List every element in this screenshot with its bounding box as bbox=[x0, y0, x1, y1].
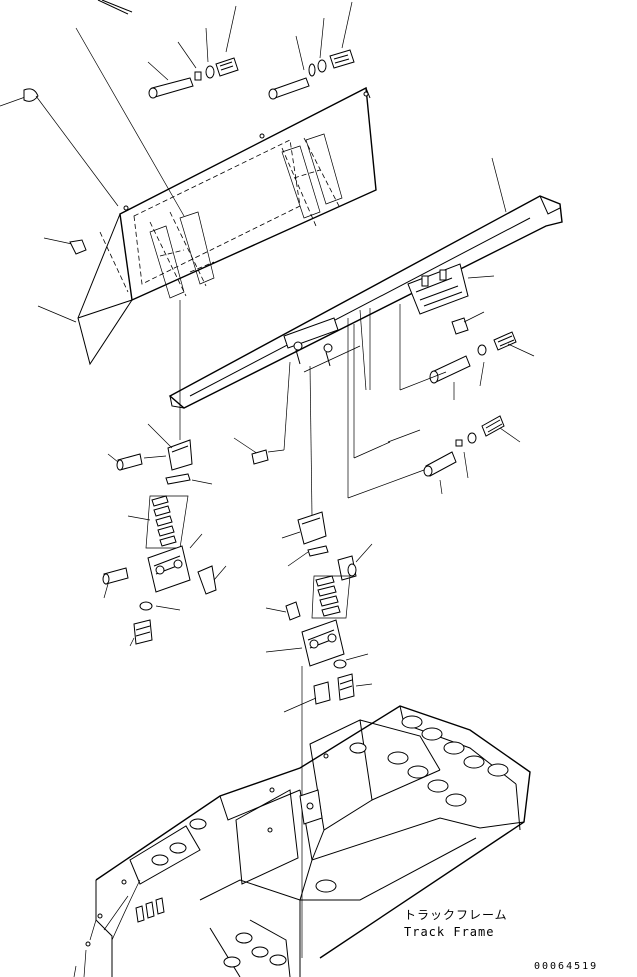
drawing-number: 00064519 bbox=[534, 961, 599, 972]
left-hinge-assembly bbox=[102, 300, 291, 647]
center-hinge-assembly bbox=[265, 365, 373, 958]
long-rail bbox=[168, 157, 563, 409]
cover-plate bbox=[0, 27, 377, 366]
track-frame bbox=[73, 705, 531, 977]
right-hardware bbox=[347, 275, 535, 499]
track-frame-label-en: Track Frame bbox=[404, 925, 495, 939]
track-frame-label-jp: トラックフレーム bbox=[404, 908, 508, 922]
top-hardware bbox=[97, 0, 355, 100]
